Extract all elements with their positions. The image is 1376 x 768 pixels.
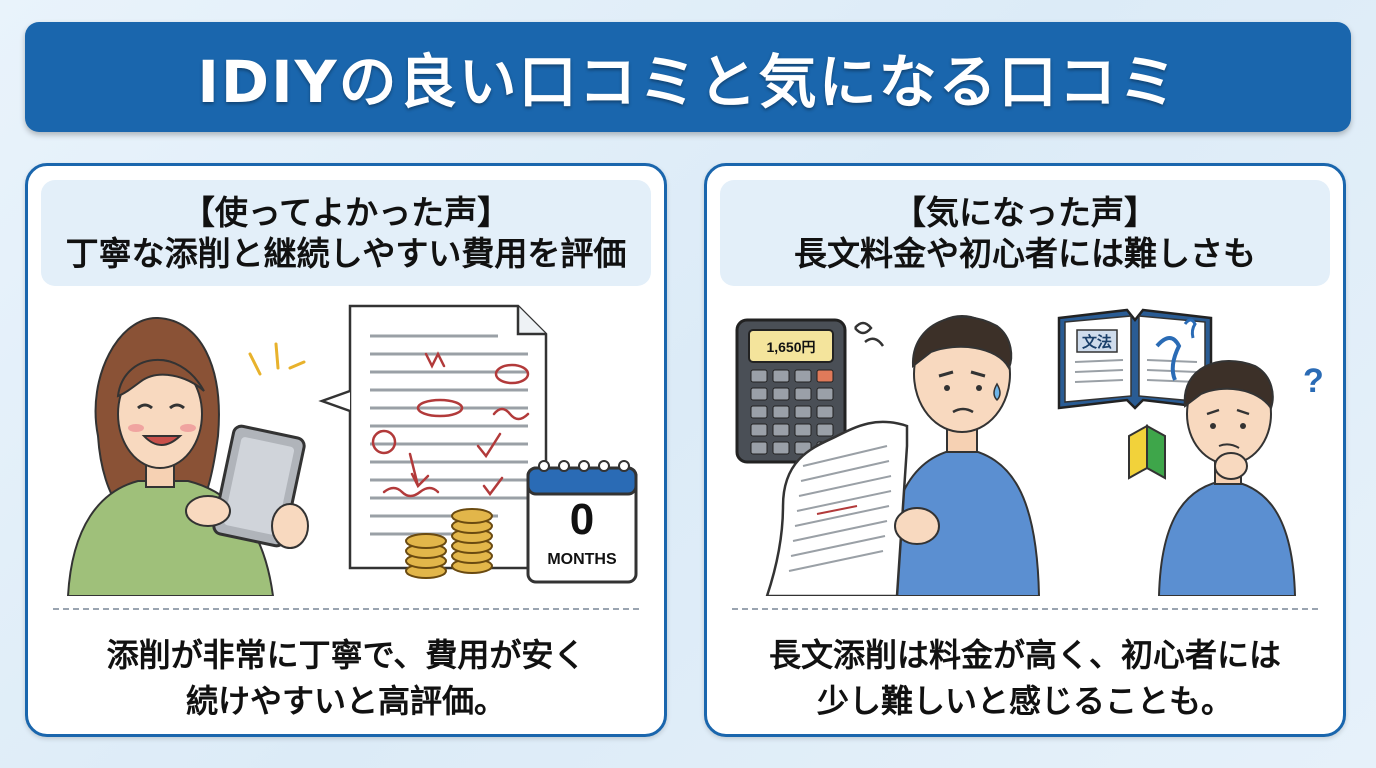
corrected-document-icon <box>318 304 548 570</box>
calendar-value: 0 <box>570 495 594 544</box>
good-summary-line-1: 添削が非常に丁寧で、費用が安く <box>106 635 586 674</box>
concern-reviews-panel: 【気になった声】 長文料金や初心者には難しさも 1,650円 <box>704 163 1346 737</box>
book-label: 文法 <box>1082 333 1112 351</box>
concern-reviews-subtitle: 長文料金や初心者には難しさも <box>794 234 1256 273</box>
good-reviews-summary: 添削が非常に丁寧で、費用が安く 続けやすいと高評価。 <box>28 622 664 734</box>
calendar-icon: 0 MONTHS <box>526 460 638 584</box>
woman-with-tablet-icon <box>66 316 309 596</box>
page-title: IDIYの良い口コミと気になる口コミ <box>197 48 1179 116</box>
good-reviews-panel: 【使ってよかった声】 丁寧な添削と継続しやすい費用を評価 <box>25 163 667 737</box>
concern-reviews-illustration: 1,650円 <box>735 308 1324 596</box>
calculator-icon: 1,650円 <box>735 318 847 464</box>
calendar-unit: MONTHS <box>547 551 617 568</box>
good-reviews-tag: 【使ってよかった声】 <box>181 192 511 232</box>
concern-reviews-header: 【気になった声】 長文料金や初心者には難しさも <box>720 180 1330 286</box>
confused-man-icon: ? <box>1157 360 1324 596</box>
title-banner: IDIYの良い口コミと気になる口コミ <box>25 22 1351 132</box>
svg-text:?: ? <box>1303 362 1324 400</box>
beginner-mark-icon <box>1128 424 1166 480</box>
good-reviews-subtitle: 丁寧な添削と継続しやすい費用を評価 <box>65 234 627 273</box>
grammar-book-icon: 文法 <box>1057 308 1213 410</box>
good-reviews-header: 【使ってよかった声】 丁寧な添削と継続しやすい費用を評価 <box>41 180 651 286</box>
concern-reviews-divider <box>732 608 1318 610</box>
man-reading-receipt-icon <box>765 315 1041 596</box>
concern-reviews-summary: 長文添削は料金が高く、初心者には 少し難しいと感じることも。 <box>707 622 1343 734</box>
coin-stack-icon <box>405 508 493 579</box>
concern-reviews-tag: 【気になった声】 <box>893 192 1157 232</box>
concern-summary-line-2: 少し難しいと感じることも。 <box>816 682 1233 720</box>
good-summary-line-2: 続けやすいと高評価。 <box>185 682 506 720</box>
good-reviews-divider <box>53 608 639 610</box>
calculator-display: 1,650円 <box>766 339 815 355</box>
good-reviews-illustration: 0 MONTHS <box>66 304 638 596</box>
concern-summary-line-1: 長文添削は料金が高く、初心者には <box>768 635 1281 674</box>
